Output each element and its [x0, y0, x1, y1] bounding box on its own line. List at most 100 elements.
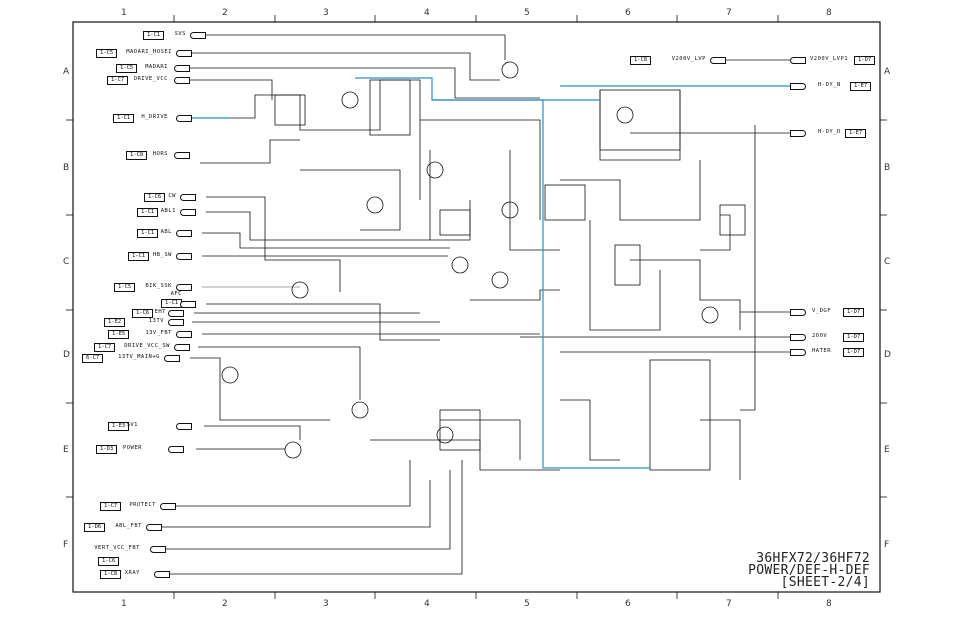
- connector-port[interactable]: [176, 230, 192, 237]
- top-column-label: 8: [826, 8, 832, 18]
- left-row-label: B: [63, 163, 70, 173]
- bottom-column-label: 7: [726, 599, 732, 609]
- connector-port[interactable]: [168, 446, 184, 453]
- connector-port[interactable]: [174, 77, 190, 84]
- sheet-number: [SHEET-2/4]: [780, 575, 870, 590]
- connector-label: 13TV: [148, 318, 164, 324]
- connector-label: H-DY_N: [818, 82, 841, 88]
- bottom-column-label: 6: [625, 599, 631, 609]
- connector-ref-box: 1-C5: [116, 64, 138, 73]
- left-row-label: F: [63, 540, 69, 550]
- connector-label: 13V_FBT: [145, 330, 172, 336]
- top-column-label: 3: [323, 8, 329, 18]
- model-title: 36HFX72/36HF72: [756, 551, 870, 566]
- connector-ref-box: 1-C6: [132, 309, 154, 318]
- connector-ref-box: 1-C7: [94, 343, 116, 352]
- connector-port[interactable]: [154, 571, 170, 578]
- top-column-label: 5: [524, 8, 530, 18]
- left-row-label: A: [63, 67, 70, 77]
- connector-label: MADARI: [145, 64, 168, 70]
- connector-label: EHT: [154, 309, 166, 315]
- section-title: POWER/DEF-H-DEF: [748, 563, 870, 578]
- connector-label: V_DGF: [812, 308, 832, 314]
- connector-port[interactable]: [180, 301, 196, 308]
- connector-ref-box: 6-C7: [82, 354, 104, 363]
- left-row-label: C: [63, 257, 70, 267]
- connector-port[interactable]: [710, 57, 726, 64]
- connector-port[interactable]: [174, 344, 190, 351]
- connector-port[interactable]: [790, 349, 806, 356]
- connector-ref-box: 1-C8: [126, 151, 148, 160]
- connector-port[interactable]: [176, 115, 192, 122]
- connector-ref-box: 1-E2: [104, 318, 126, 327]
- connector-label: ABL1: [160, 208, 176, 214]
- top-column-label: 2: [222, 8, 228, 18]
- connector-port[interactable]: [176, 284, 192, 291]
- top-column-label: 1: [121, 8, 127, 18]
- connector-ref-box: 1-C1: [137, 229, 159, 238]
- connector-port[interactable]: [180, 209, 196, 216]
- right-row-label: F: [884, 540, 890, 550]
- connector-port[interactable]: [790, 334, 806, 341]
- connector-ref-box: 1-E7: [850, 82, 872, 91]
- connector-label: HB_SW: [152, 252, 172, 258]
- connector-port[interactable]: [160, 503, 176, 510]
- connector-label: ABL_FBT: [115, 523, 142, 529]
- connector-ref-box: 1-D6: [84, 523, 106, 532]
- connector-ref-box: 1-C5: [114, 283, 136, 292]
- top-column-label: 6: [625, 8, 631, 18]
- connector-port[interactable]: [790, 83, 806, 90]
- connector-label: BIK_SSK: [145, 283, 172, 289]
- right-row-label: E: [884, 445, 890, 455]
- connector-ref-box: 1-C5: [96, 49, 118, 58]
- bottom-column-label: 8: [826, 599, 832, 609]
- connector-label: AFC: [170, 291, 182, 297]
- connector-ref-box: 1-C8: [630, 56, 652, 65]
- connector-label: H-DY_D: [818, 129, 841, 135]
- connector-port[interactable]: [176, 423, 192, 430]
- connector-port[interactable]: [164, 355, 180, 362]
- connector-label: SVS: [174, 31, 186, 37]
- connector-port[interactable]: [174, 65, 190, 72]
- connector-ref-box: 1-D7: [843, 308, 865, 317]
- bottom-column-label: 2: [222, 599, 228, 609]
- connector-port[interactable]: [190, 32, 206, 39]
- connector-port[interactable]: [174, 152, 190, 159]
- connector-label: H_DRIVE: [141, 114, 168, 120]
- connector-port[interactable]: [176, 50, 192, 57]
- connector-ref-box: 1-C8: [100, 570, 122, 579]
- connector-port[interactable]: [176, 253, 192, 260]
- connector-port[interactable]: [790, 309, 806, 316]
- connector-ref-box: 1-C1: [128, 252, 150, 261]
- connector-ref-box: 1-C1: [113, 114, 135, 123]
- connector-ref-box: 1-C1: [137, 208, 159, 217]
- connector-port[interactable]: [168, 310, 184, 317]
- connector-ref-box: 1-E3: [108, 422, 130, 431]
- right-row-label: C: [884, 257, 891, 267]
- right-row-label: A: [884, 67, 891, 77]
- connector-label: V200V_LVP: [671, 56, 706, 62]
- bottom-column-label: 1: [121, 599, 127, 609]
- connector-ref-box: 1-C1: [143, 31, 165, 40]
- connector-ref-box: 1-E7: [845, 129, 867, 138]
- connector-port[interactable]: [180, 194, 196, 201]
- bottom-column-label: 5: [524, 599, 530, 609]
- connector-label: DRIVE_VCC_SW: [124, 343, 170, 349]
- connector-ref-box: 1-D7: [854, 56, 876, 65]
- connector-port[interactable]: [150, 546, 166, 553]
- connector-ref-box: 1-C6: [144, 193, 166, 202]
- connector-ref-box: 1-C7: [107, 76, 129, 85]
- connector-ref-box: 1-C7: [100, 502, 122, 511]
- connector-port[interactable]: [790, 130, 806, 137]
- connector-port[interactable]: [146, 524, 162, 531]
- connector-label: DRIVE_VCC: [133, 76, 168, 82]
- connector-ref-box: 1-C6: [98, 557, 120, 566]
- connector-label: 200V: [812, 333, 828, 339]
- connector-port[interactable]: [790, 57, 806, 64]
- connector-port[interactable]: [168, 319, 184, 326]
- right-row-label: B: [884, 163, 891, 173]
- bottom-column-label: 4: [424, 599, 430, 609]
- connector-port[interactable]: [176, 331, 192, 338]
